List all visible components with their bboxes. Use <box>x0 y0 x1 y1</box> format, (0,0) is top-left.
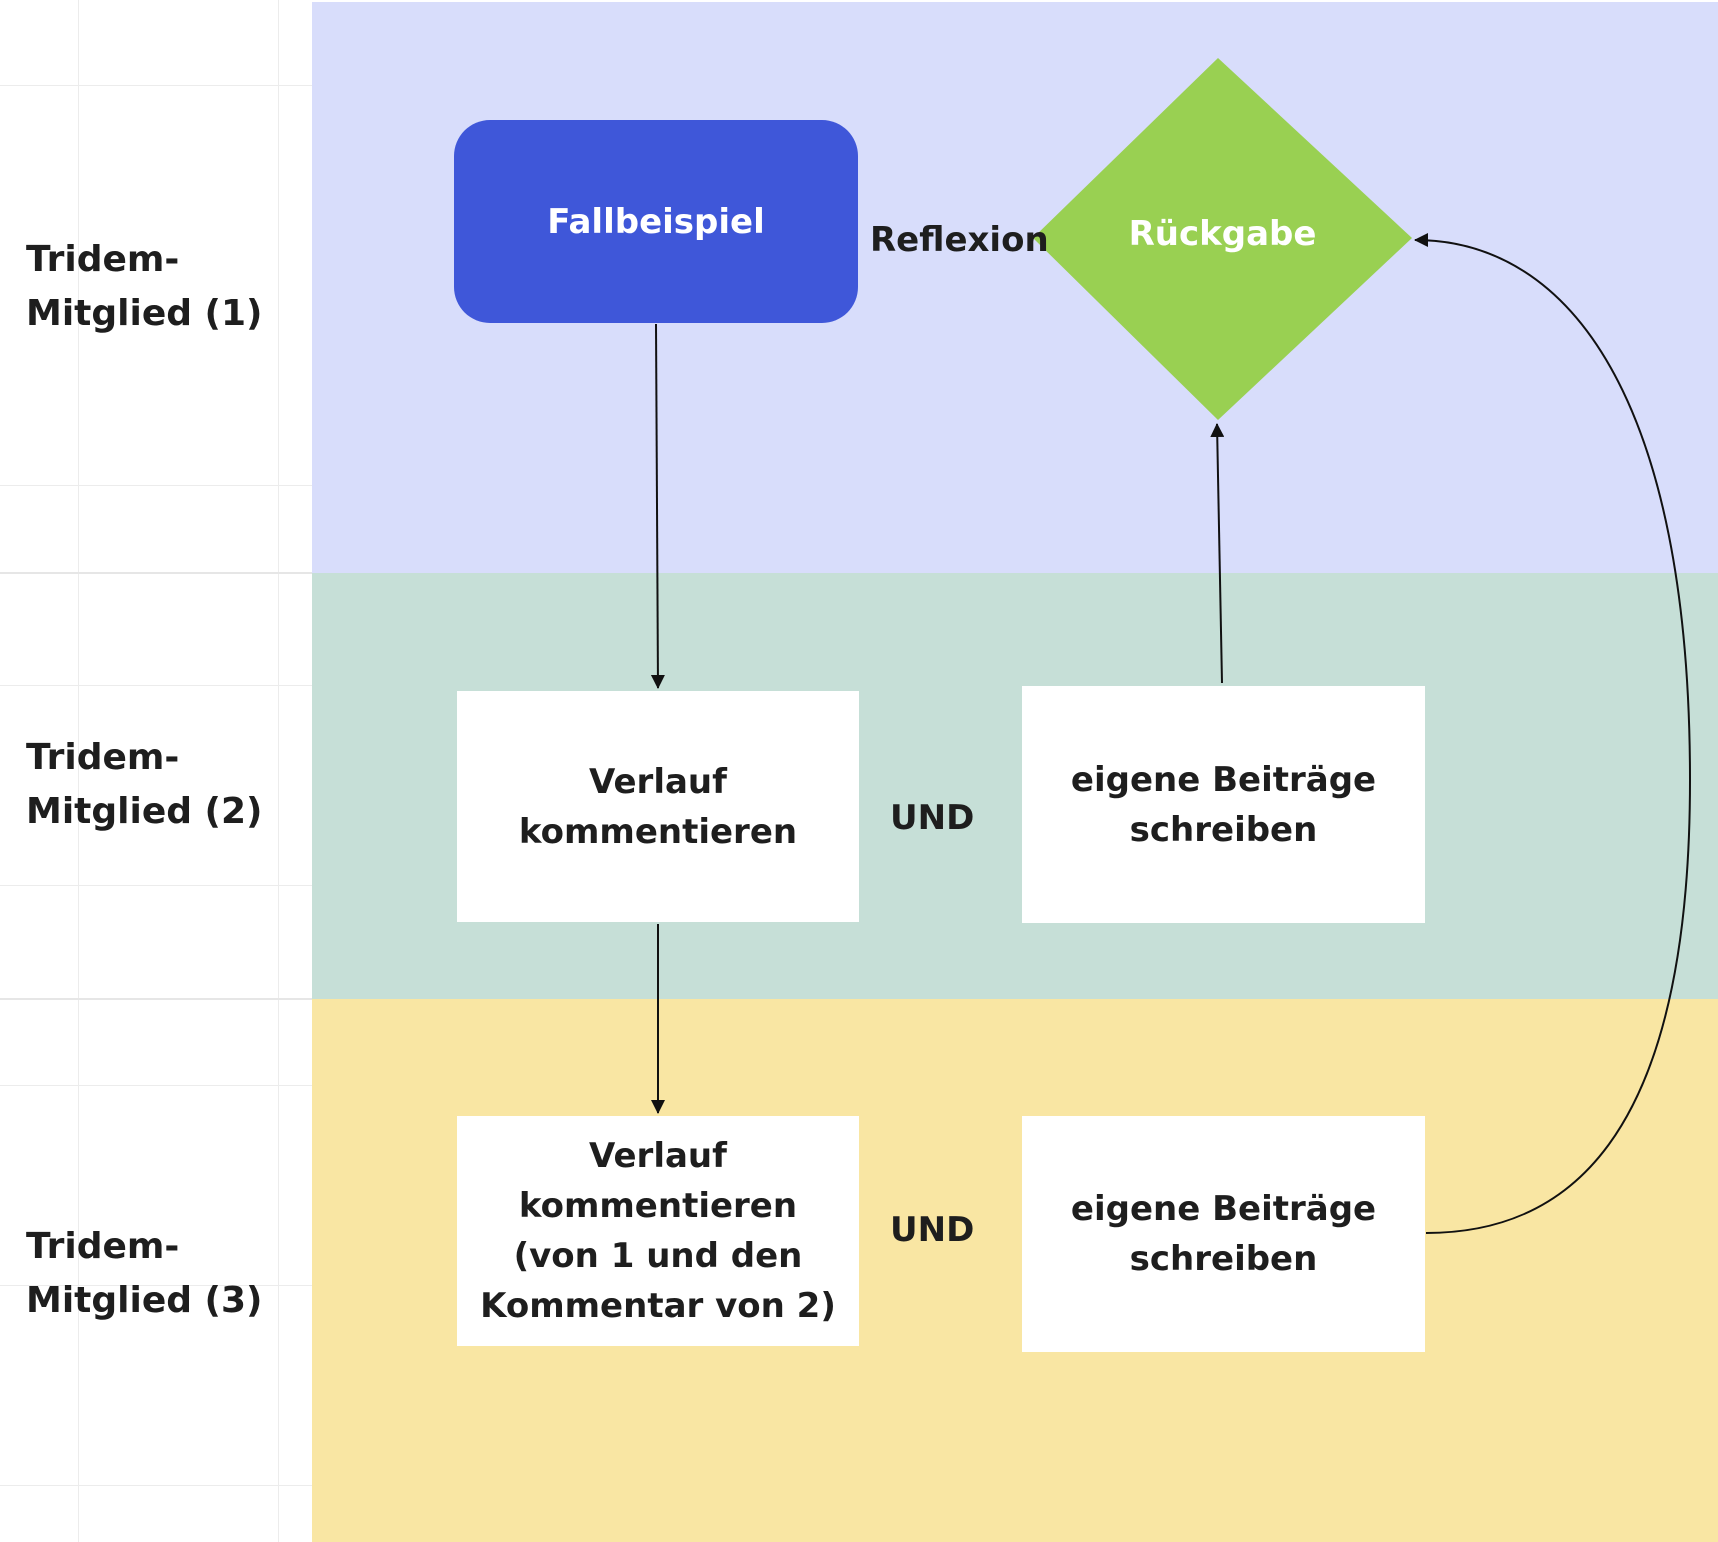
fallbeispiel-node[interactable]: Fallbeispiel <box>454 120 858 323</box>
node-label-line: eigene Beiträge <box>1070 1189 1377 1229</box>
node-label-line: eigene Beiträge <box>1070 759 1377 800</box>
eigene-beitraege-node-3[interactable]: eigene Beiträge schreiben <box>1022 1116 1425 1352</box>
rueckgabe-diamond[interactable] <box>1033 58 1412 420</box>
lane-label-2: Tridem- Mitglied (2) <box>26 731 306 839</box>
lane-label-line: Mitglied (2) <box>26 791 263 832</box>
node-label: eigene Beiträge schreiben <box>1071 755 1376 855</box>
grid-line <box>78 0 79 1542</box>
und-label-3: UND <box>890 1210 975 1250</box>
lane-label-line: Tridem- <box>26 737 180 778</box>
lane-divider <box>0 998 312 1000</box>
node-label: eigene Beiträge schreiben <box>1071 1184 1376 1284</box>
lane-label-line: Mitglied (1) <box>26 293 263 334</box>
verlauf-kommentieren-node-3[interactable]: Verlauf kommentieren (von 1 und den Komm… <box>457 1116 859 1346</box>
lane-label-1: Tridem- Mitglied (1) <box>26 233 306 341</box>
verlauf-kommentieren-node-2[interactable]: Verlauf kommentieren <box>457 691 859 922</box>
arrow-beitraege3-to-rueckgabe <box>1414 233 1692 1234</box>
node-label-line: Kommentar von 2) <box>480 1286 836 1326</box>
rueckgabe-label: Rückgabe <box>1128 214 1317 254</box>
und-label-2: UND <box>890 798 975 838</box>
node-label-line: kommentieren <box>518 1186 798 1226</box>
node-label-line: schreiben <box>1129 1239 1318 1279</box>
lane-label-line: Tridem- <box>26 1226 180 1267</box>
eigene-beitraege-node-2[interactable]: eigene Beiträge schreiben <box>1022 686 1425 923</box>
node-label: Verlauf kommentieren (von 1 und den Komm… <box>480 1131 836 1331</box>
grid-line <box>278 0 279 1542</box>
node-label-line: (von 1 und den <box>513 1236 803 1276</box>
node-label-line: kommentieren <box>518 811 798 852</box>
node-label: Verlauf kommentieren <box>519 757 797 857</box>
lane-divider <box>0 572 312 574</box>
lane-label-line: Mitglied (3) <box>26 1280 263 1321</box>
arrow-beitraege2-to-rueckgabe <box>1210 423 1225 684</box>
node-label-line: Verlauf <box>589 761 727 802</box>
lane-label-3: Tridem- Mitglied (3) <box>26 1220 306 1328</box>
node-label-line: schreiben <box>1129 809 1318 850</box>
arrow-fallbeispiel-to-verlauf2 <box>650 323 665 689</box>
reflexion-label: Reflexion <box>870 220 1049 260</box>
node-label: Fallbeispiel <box>547 201 765 242</box>
lane-label-line: Tridem- <box>26 239 180 280</box>
node-label-line: Verlauf <box>589 1136 727 1176</box>
